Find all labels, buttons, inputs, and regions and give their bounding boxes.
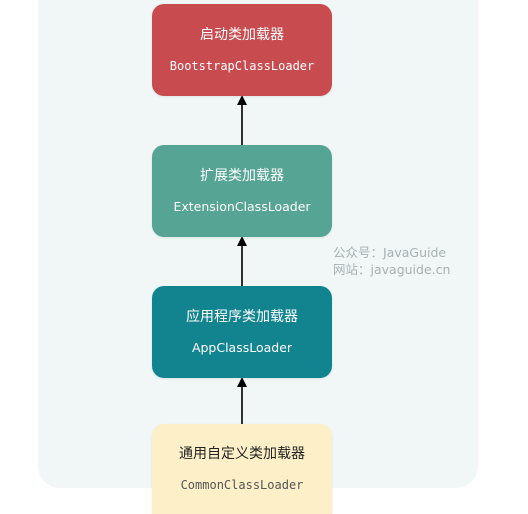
watermark-line-1: 公众号：JavaGuide: [333, 245, 447, 260]
node-title-en: CommonClassLoader: [180, 478, 304, 492]
node-title-cn: 通用自定义类加载器: [179, 446, 305, 462]
extension-classloader-node: 扩展类加载器 ExtensionClassLoader: [152, 145, 332, 237]
node-title-cn: 启动类加载器: [200, 27, 284, 43]
watermark-line-2: 网站：javaguide.cn: [333, 262, 451, 277]
node-title-cn: 应用程序类加载器: [186, 309, 298, 325]
common-classloader-node: 通用自定义类加载器 CommonClassLoader: [152, 424, 332, 514]
bootstrap-classloader-node: 启动类加载器 BootstrapClassLoader: [152, 4, 332, 96]
node-title-en: ExtensionClassLoader: [173, 199, 311, 214]
node-title-en: BootstrapClassLoader: [169, 59, 315, 73]
watermark: 公众号：JavaGuide 网站：javaguide.cn: [333, 244, 450, 278]
app-classloader-node: 应用程序类加载器 AppClassLoader: [152, 286, 332, 378]
node-title-en: AppClassLoader: [191, 340, 293, 355]
node-title-cn: 扩展类加载器: [200, 168, 284, 184]
